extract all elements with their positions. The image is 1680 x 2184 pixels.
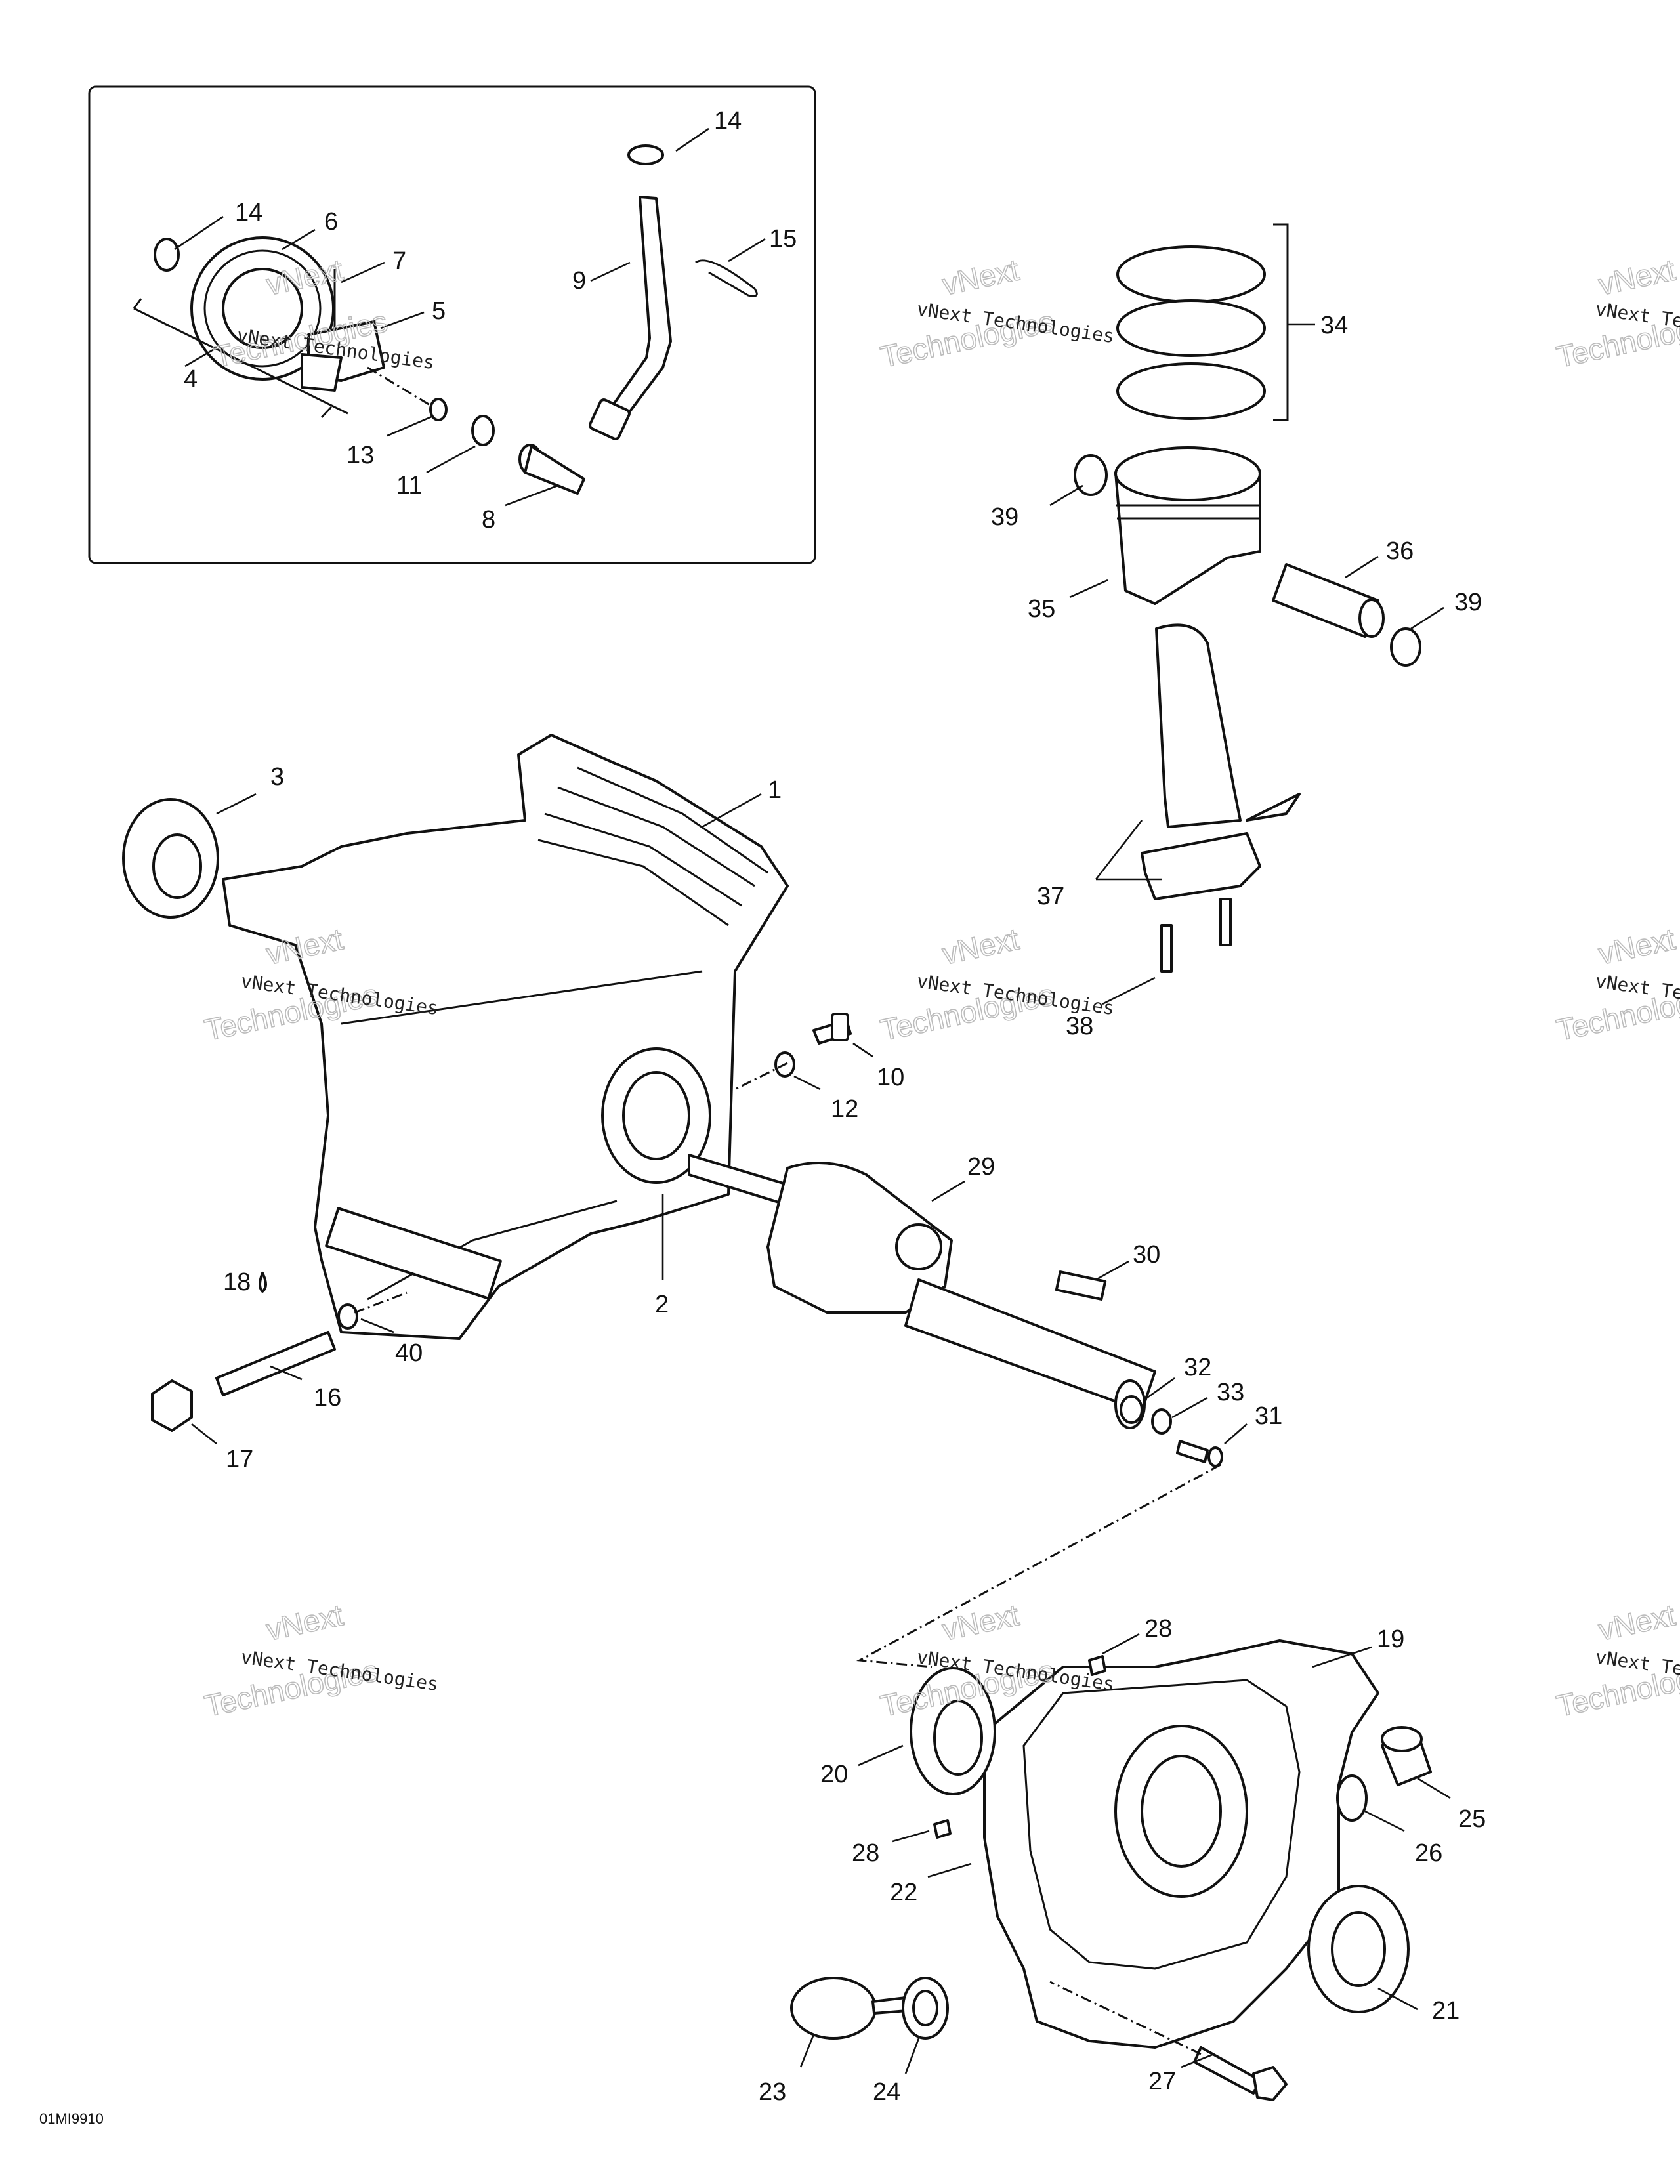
callout-26: 26: [1415, 1839, 1442, 1867]
callout-16: 16: [314, 1384, 341, 1412]
washer-14-left: [154, 238, 180, 272]
callout-11: 11: [396, 472, 422, 499]
callout-34: 34: [1320, 312, 1348, 339]
oil-seal-3: [122, 798, 219, 919]
callout-7: 7: [392, 247, 406, 275]
callout-39-left: 39: [991, 503, 1018, 531]
rings-bracket: [1273, 223, 1289, 421]
piston-pin-36: [1272, 563, 1385, 638]
washer-11: [471, 415, 495, 446]
governor-frame-line: [133, 298, 348, 419]
governor-gear: [190, 236, 335, 381]
callout-29: 29: [967, 1153, 995, 1181]
callout-20: 20: [820, 1761, 848, 1788]
callout-14-left: 14: [235, 199, 262, 226]
callout-3: 3: [270, 763, 284, 791]
callout-28-left: 28: [852, 1839, 879, 1867]
drawing-code: 01MI9910: [39, 2110, 104, 2127]
callout-12: 12: [831, 1095, 858, 1123]
circlip-39-right: [1390, 627, 1421, 667]
bearing-20: [910, 1667, 996, 1796]
bolt-dash-12: [734, 1062, 788, 1091]
callout-32: 32: [1184, 1354, 1211, 1381]
washer-33: [1151, 1408, 1172, 1435]
callout-22: 22: [890, 1879, 917, 1906]
callout-39-right: 39: [1454, 589, 1482, 616]
crankcase-cover-19: [983, 1639, 1379, 2049]
inset-frame: [88, 85, 816, 564]
svg-text:vNext: vNext: [1595, 921, 1678, 971]
callout-21: 21: [1432, 1997, 1460, 2025]
seal-ring-24: [902, 1977, 949, 2040]
crankcase-1: [222, 734, 789, 1340]
oil-seal-21: [1307, 1885, 1410, 2013]
callouts: 14 14 6 7 5 4 13 11 8 9 15 34 39 35 36 3…: [174, 107, 1486, 2106]
o-ring-26: [1336, 1774, 1368, 1822]
callout-8: 8: [482, 506, 495, 534]
callout-40: 40: [395, 1339, 423, 1367]
piston-rings-34: [1116, 245, 1266, 420]
inset-dash-axis: [367, 366, 434, 408]
gasket-40: [337, 1303, 358, 1330]
rod-bolts-38: [1160, 898, 1232, 973]
callout-4: 4: [184, 366, 198, 393]
svg-text:vNext: vNext: [939, 252, 1022, 301]
svg-text:vNext: vNext: [939, 921, 1022, 971]
governor-shaft-8: [518, 444, 585, 495]
circlip-39-left: [1074, 454, 1108, 496]
crank-cover-dash: [856, 1463, 1221, 1668]
callout-2: 2: [655, 1291, 669, 1318]
callout-33: 33: [1217, 1379, 1244, 1406]
callout-18: 18: [223, 1269, 251, 1296]
callout-15: 15: [769, 225, 797, 253]
oil-drop-18: [259, 1272, 267, 1293]
callout-9: 9: [572, 267, 586, 295]
callout-6: 6: [324, 208, 338, 236]
svg-text:vNext: vNext: [263, 1597, 346, 1647]
dowel-28-left: [933, 1819, 952, 1839]
callout-31: 31: [1255, 1402, 1282, 1430]
drain-cap-17: [151, 1379, 193, 1432]
callout-19: 19: [1377, 1626, 1404, 1653]
bolt-dash-27: [1049, 1981, 1202, 2055]
bolt-10: [812, 1013, 852, 1045]
svg-text:vNext: vNext: [1595, 1597, 1678, 1647]
callout-38: 38: [1066, 1013, 1093, 1040]
crankshaft-29: [688, 1154, 1156, 1429]
callout-5: 5: [432, 297, 446, 325]
drain-plug-16: [215, 1331, 336, 1396]
bolt-27: [1193, 2046, 1288, 2101]
oil-filler-25: [1381, 1726, 1432, 1786]
clip-13: [429, 398, 448, 421]
governor-weight: [301, 269, 385, 392]
callout-27: 27: [1148, 2068, 1176, 2095]
connecting-rod-37: [1141, 623, 1301, 900]
piston-35: [1114, 446, 1261, 605]
callout-25: 25: [1458, 1805, 1486, 1833]
dowel-28-top: [1088, 1655, 1106, 1676]
bolt-31: [1176, 1440, 1223, 1467]
svg-text:vNext: vNext: [939, 1597, 1022, 1647]
callout-1: 1: [768, 776, 782, 804]
callout-13: 13: [346, 442, 374, 469]
svg-text:vNext: vNext: [1595, 252, 1678, 301]
bolt-dash-40: [354, 1292, 408, 1314]
callout-14-top: 14: [714, 107, 742, 135]
callout-35: 35: [1028, 595, 1055, 623]
washer-32: [1120, 1395, 1143, 1424]
callout-10: 10: [877, 1064, 904, 1091]
callout-24: 24: [873, 2078, 900, 2106]
hairpin-clip-15: [695, 259, 758, 297]
callout-37: 37: [1037, 883, 1064, 910]
callout-36: 36: [1386, 537, 1414, 565]
callout-30: 30: [1133, 1241, 1160, 1269]
callout-28-top: 28: [1144, 1615, 1172, 1643]
governor-arm-9: [589, 144, 672, 440]
key-30: [1055, 1270, 1107, 1301]
dipstick-cap-23: [790, 1977, 908, 2040]
callout-17: 17: [226, 1446, 253, 1473]
callout-23: 23: [759, 2078, 786, 2106]
